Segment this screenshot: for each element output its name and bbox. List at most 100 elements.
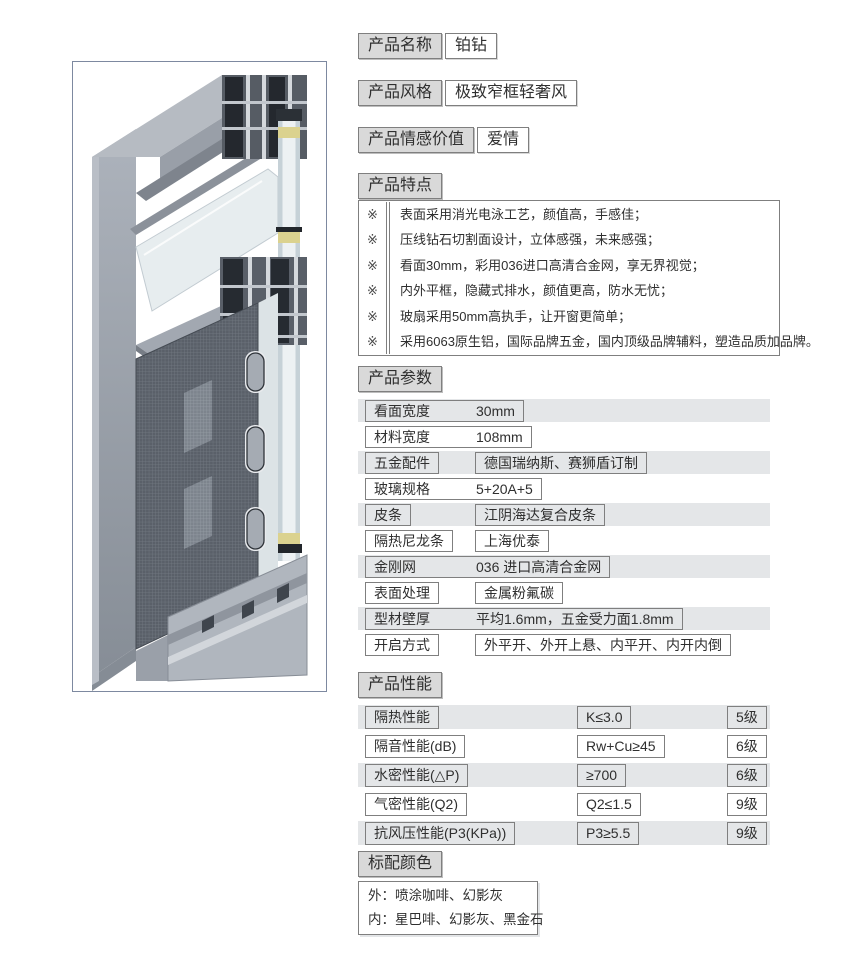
- info-row: 产品名称铂钻: [358, 33, 818, 59]
- performance-grade: 5级: [727, 705, 767, 729]
- performance-label: 水密性能(△P): [365, 763, 469, 787]
- parameter-value: 5+20A+5: [476, 480, 533, 497]
- parameter-cell: 玻璃规格 5+20A+5: [365, 477, 542, 500]
- frame-left-jamb: [92, 129, 136, 691]
- performance-value-cell: Q2≤1.5: [577, 792, 727, 816]
- performance-grade: 9级: [727, 821, 767, 845]
- parameter-label-cell: 隔热尼龙条: [365, 529, 475, 552]
- parameter-value: 德国瑞纳斯、赛狮盾订制: [475, 451, 647, 474]
- parameter-label: 玻璃规格: [374, 480, 430, 497]
- performance-value-cell: Rw+Cu≥45: [577, 734, 727, 758]
- feature-item: ※内外平框，隐藏式排水，颜值更高，防水无忧；: [359, 278, 779, 304]
- parameter-label: 材料宽度: [374, 428, 430, 445]
- performance-table: 隔热性能 K≤3.0 5级隔音性能(dB) Rw+Cu≥45 6级水密性能(△P) ≥70…: [358, 705, 818, 846]
- feature-item: ※玻扇采用50mm高执手，让开窗更简单；: [359, 303, 779, 330]
- parameter-row: 皮条 江阴海达复合皮条: [358, 503, 770, 527]
- performance-value: Q2≤1.5: [577, 792, 641, 816]
- parameter-label: 金刚网: [374, 558, 416, 575]
- parameter-row: 材料宽度 108mm: [358, 425, 770, 448]
- colors-box: 外：喷涂咖啡、幻影灰内：星巴啡、幻影灰、黑金石: [358, 881, 544, 936]
- feature-text: 玻扇采用50mm高执手，让开窗更简单；: [389, 303, 779, 330]
- performance-section-title-row: 产品性能: [358, 672, 818, 699]
- parameter-value: 108mm: [476, 428, 523, 445]
- feature-marker: ※: [359, 202, 387, 228]
- info-label: 产品风格: [358, 80, 443, 106]
- performance-value: K≤3.0: [577, 705, 632, 729]
- color-line: 外：喷涂咖啡、幻影灰: [368, 888, 503, 904]
- parameter-label: 看面宽度: [374, 402, 430, 419]
- parameter-cell: 材料宽度 108mm: [365, 425, 532, 448]
- performance-label: 隔音性能(dB): [365, 734, 466, 758]
- performance-label-cell: 气密性能(Q2): [365, 792, 577, 816]
- performance-row: 隔音性能(dB) Rw+Cu≥45 6级: [358, 734, 770, 758]
- parameter-label-cell: 皮条: [365, 503, 475, 526]
- performance-label-cell: 隔音性能(dB): [365, 734, 577, 758]
- features-section-title-row: 产品特点: [358, 173, 818, 199]
- info-value: 爱情: [477, 127, 530, 153]
- parameter-value: 036 进口高清合金网: [476, 558, 602, 575]
- feature-item: ※看面30mm，彩用036进口高清合金网，享无界视觉；: [359, 252, 779, 279]
- feature-marker: ※: [359, 278, 387, 304]
- parameters-title: 产品参数: [358, 366, 443, 393]
- parameter-row: 型材壁厚平均1.6mm，五金受力面1.8mm: [358, 607, 770, 631]
- performance-grade: 9级: [727, 792, 767, 816]
- parameter-label-cell: 五金配件: [365, 451, 475, 474]
- parameter-value: 金属粉氟碳: [475, 581, 563, 604]
- performance-value: P3≥5.5: [577, 821, 640, 845]
- performance-value: Rw+Cu≥45: [577, 734, 665, 758]
- parameter-value: 上海优泰: [475, 529, 549, 552]
- parameter-cell: 型材壁厚平均1.6mm，五金受力面1.8mm: [365, 607, 683, 630]
- info-value: 极致窄框轻奢风: [445, 80, 578, 106]
- parameter-row: 五金配件 德国瑞纳斯、赛狮盾订制: [358, 451, 770, 475]
- info-rows: 产品名称铂钻产品风格极致窄框轻奢风产品情感价值爱情: [358, 33, 818, 153]
- performance-row: 隔热性能 K≤3.0 5级: [358, 705, 770, 730]
- feature-item: ※压线钻石切割面设计，立体感强，未来感强；: [359, 227, 779, 253]
- parameter-value: 江阴海达复合皮条: [475, 503, 605, 526]
- info-value: 铂钻: [445, 33, 498, 59]
- performance-grade: 6级: [727, 734, 767, 758]
- parameter-label: 隔热尼龙条: [365, 529, 453, 552]
- feature-marker: ※: [359, 303, 387, 330]
- parameter-row: 看面宽度 30mm: [358, 399, 770, 423]
- parameters-table: 看面宽度 30mm 材料宽度 108mm 五金配件 德国瑞纳斯、赛狮盾订制玻璃规格 5+20…: [358, 399, 818, 656]
- feature-marker: ※: [359, 329, 387, 355]
- parameter-label: 表面处理: [365, 581, 439, 604]
- parameter-label: 五金配件: [365, 451, 439, 474]
- performance-label-cell: 水密性能(△P): [365, 763, 577, 787]
- color-line: 内：星巴啡、幻影灰、黑金石: [368, 912, 544, 928]
- parameter-label: 开启方式: [365, 633, 439, 656]
- parameter-value: 平均1.6mm，五金受力面1.8mm: [476, 610, 674, 627]
- features-list: ※表面采用消光电泳工艺，颜值高，手感佳；※压线钻石切割面设计，立体感强，未来感强…: [358, 200, 819, 357]
- feature-marker: ※: [359, 227, 387, 253]
- performance-value: ≥700: [577, 763, 627, 787]
- parameter-label-cell: 表面处理: [365, 581, 475, 604]
- spec-column: 产品名称铂钻产品风格极致窄框轻奢风产品情感价值爱情 产品特点 ※表面采用消光电泳…: [358, 0, 819, 936]
- performance-label: 抗风压性能(P3(KPa)): [365, 821, 516, 845]
- performance-label-cell: 抗风压性能(P3(KPa)): [365, 821, 577, 845]
- feature-text: 压线钻石切割面设计，立体感强，未来感强；: [389, 227, 779, 253]
- parameter-row: 开启方式 外平开、外开上悬、内平开、内开内倒: [358, 633, 770, 656]
- performance-value-cell: ≥700: [577, 763, 727, 787]
- parameter-row: 隔热尼龙条上海优泰: [358, 529, 770, 552]
- parameter-row: 玻璃规格 5+20A+5: [358, 477, 770, 500]
- roller-pills: [245, 351, 266, 551]
- parameter-cell: 金刚网 036 进口高清合金网: [365, 555, 611, 578]
- performance-value-cell: P3≥5.5: [577, 821, 727, 845]
- mesh-screen: [135, 302, 259, 650]
- performance-label: 气密性能(Q2): [365, 792, 467, 816]
- parameter-row: 金刚网 036 进口高清合金网: [358, 555, 770, 579]
- parameter-label: 皮条: [365, 503, 411, 526]
- info-row: 产品风格极致窄框轻奢风: [358, 80, 818, 106]
- colors-section-title-row: 标配颜色: [358, 851, 818, 878]
- parameter-value: 外平开、外开上悬、内平开、内开内倒: [475, 633, 731, 656]
- product-render-illustration: [72, 61, 327, 692]
- performance-label: 隔热性能: [365, 705, 439, 729]
- parameter-row: 表面处理 金属粉氟碳: [358, 581, 770, 604]
- performance-row: 抗风压性能(P3(KPa)) P3≥5.5 9级: [358, 821, 770, 846]
- feature-marker: ※: [359, 252, 387, 279]
- info-row: 产品情感价值爱情: [358, 127, 818, 153]
- parameter-value: 30mm: [476, 402, 515, 419]
- feature-text: 表面采用消光电泳工艺，颜值高，手感佳；: [389, 202, 779, 228]
